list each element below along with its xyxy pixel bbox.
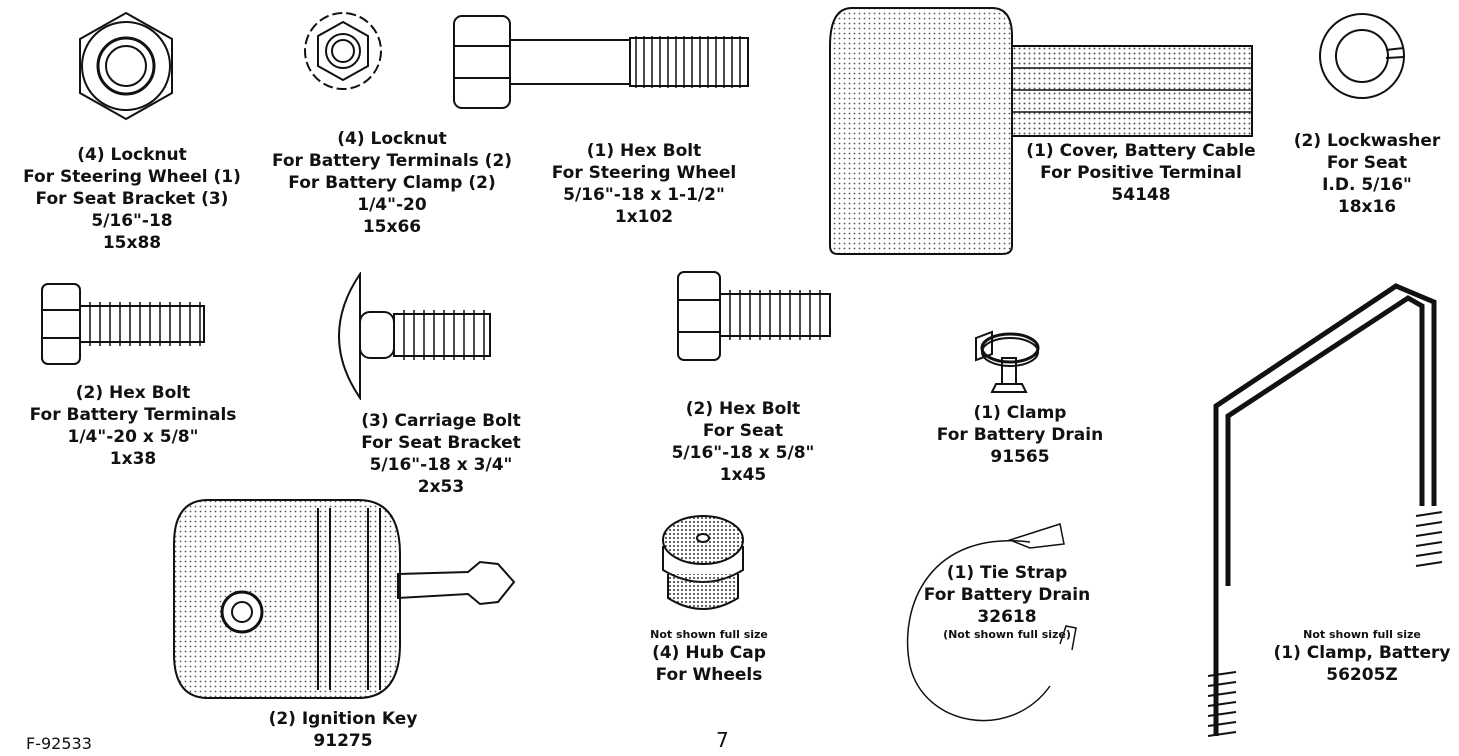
locknut-battery-figure <box>304 12 382 90</box>
tie-strap-figure <box>906 523 1077 722</box>
figure-code: F-92533 <box>26 734 92 753</box>
cable-cover-figure <box>829 7 1253 255</box>
battery-clamp-figure <box>1207 283 1443 737</box>
hexbolt-seat-figure <box>677 271 831 361</box>
hexbolt-terminals-figure <box>41 283 205 365</box>
locknut-steering-figure <box>79 11 173 121</box>
page-number: 7 <box>716 728 729 752</box>
hubcap-figure <box>662 515 744 610</box>
ignition-key-figure <box>173 499 516 699</box>
hexbolt-steering-figure <box>453 15 749 109</box>
lockwasher-figure <box>1319 13 1405 99</box>
clamp-drain-figure <box>975 330 1040 393</box>
carriage-bolt-figure <box>338 272 491 400</box>
